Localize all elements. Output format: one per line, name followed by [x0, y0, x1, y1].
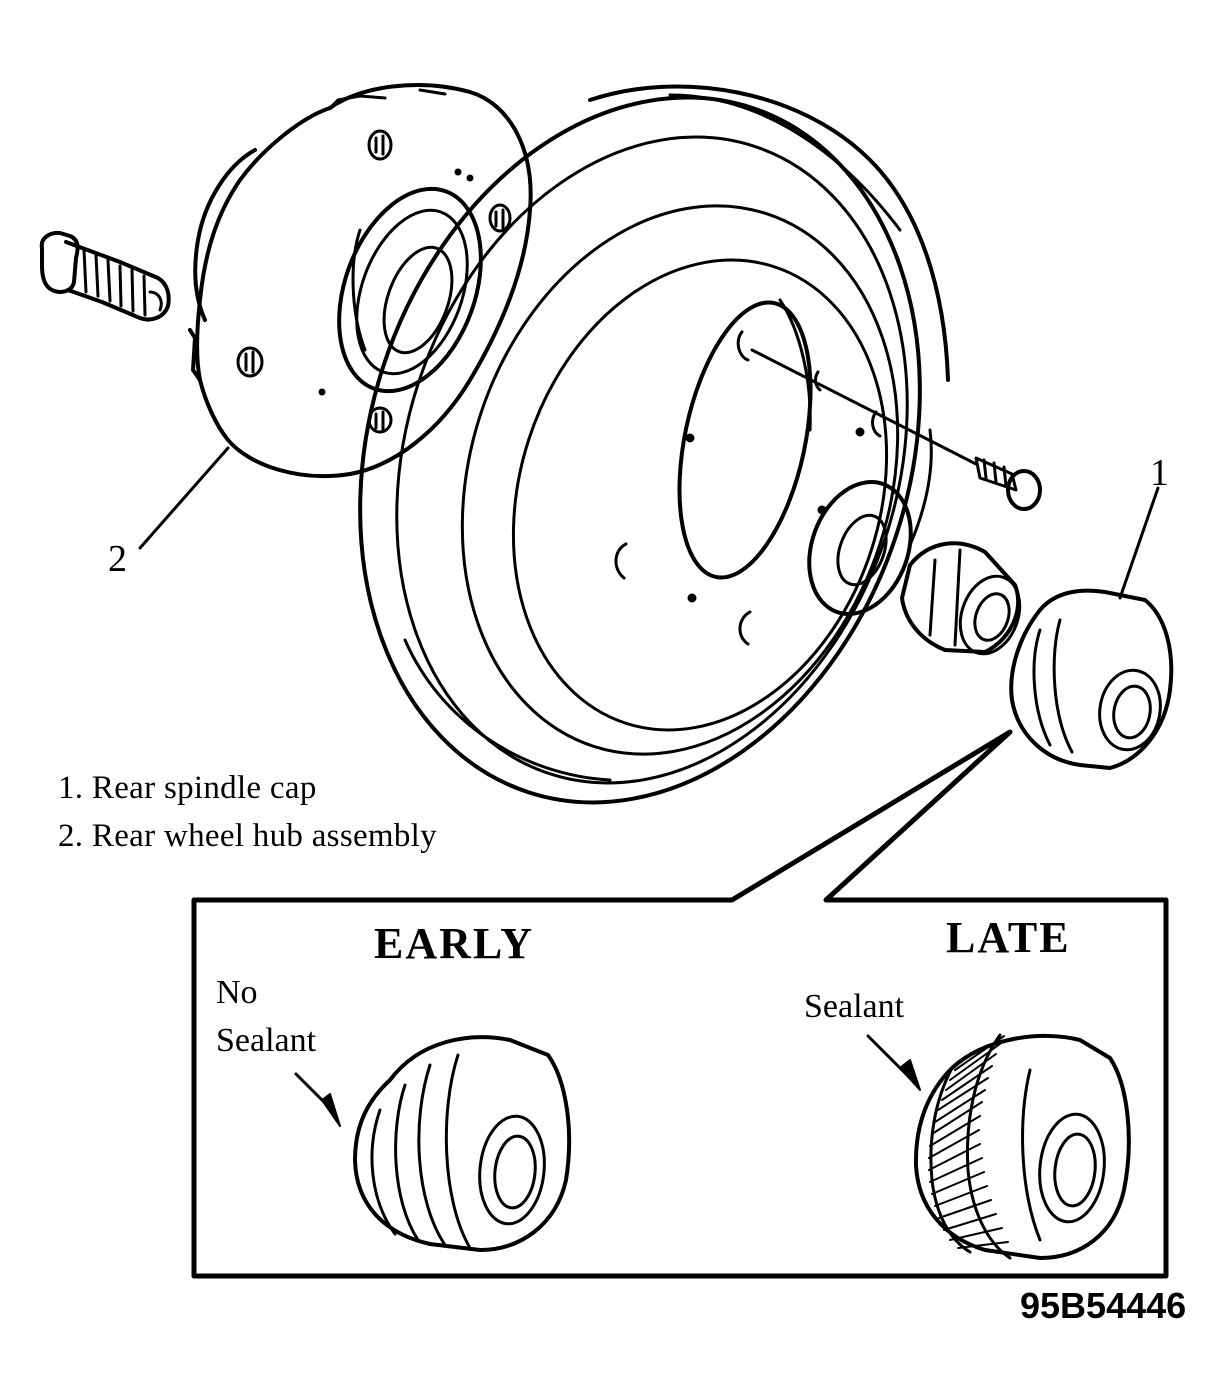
late-heading: LATE — [946, 913, 1071, 962]
early-cap-no-sealant — [294, 1035, 572, 1252]
detail-inset-frame — [191, 729, 1169, 1279]
washer — [807, 480, 913, 616]
brake-drum — [358, 84, 978, 805]
late-note: Sealant — [804, 988, 905, 1025]
rear-wheel-hub-assembly — [188, 83, 533, 479]
early-note-line1: No — [216, 974, 258, 1011]
early-note-line2: Sealant — [216, 1022, 317, 1059]
early-heading: EARLY — [374, 919, 534, 968]
drum-screw — [974, 456, 1042, 511]
castle-nut — [900, 541, 1022, 656]
figure-id: 95B54446 — [1020, 1285, 1187, 1326]
callout-2-leader — [138, 446, 230, 550]
late-cap-with-sealant — [866, 1033, 1131, 1260]
callout-2-label: 2 — [108, 538, 127, 580]
wheel-stud — [39, 230, 171, 322]
callout-1-leader — [1118, 486, 1160, 600]
rear-spindle-cap — [1009, 588, 1174, 770]
callout-1-label: 1 — [1150, 452, 1169, 494]
legend-item-1: 1. Rear spindle cap — [58, 770, 317, 806]
legend-item-2: 2. Rear wheel hub assembly — [58, 818, 437, 854]
